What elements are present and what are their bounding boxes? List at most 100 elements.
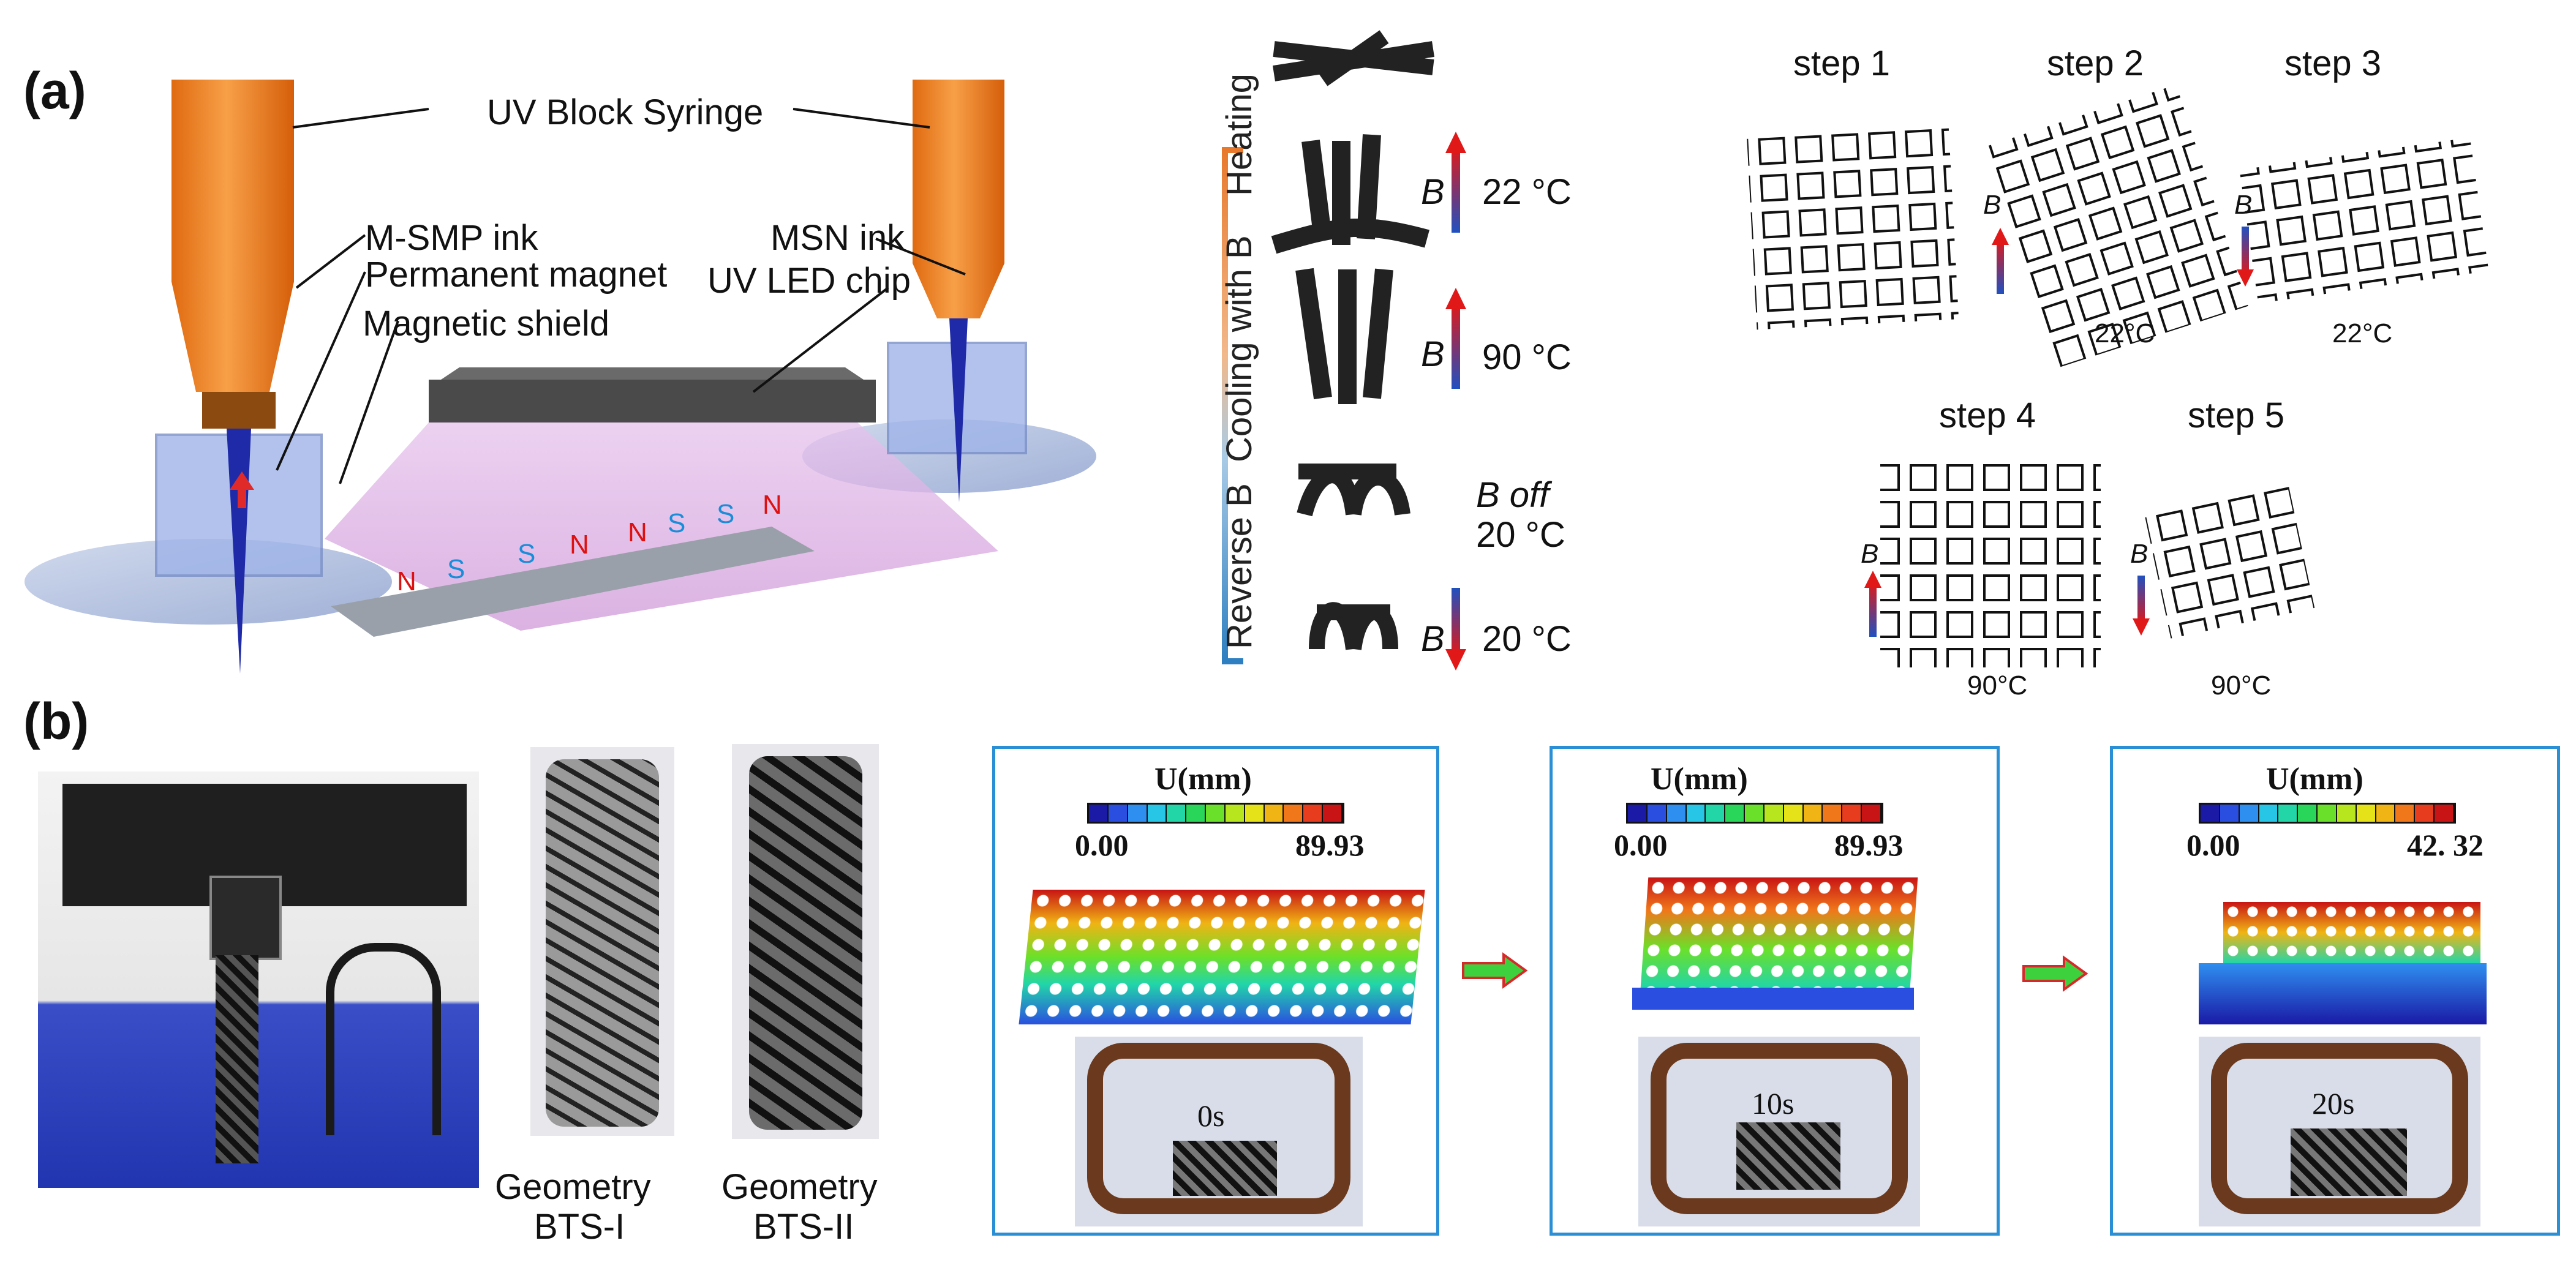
sequence-temp-1: 22 °C	[1482, 172, 1572, 212]
geometry-2-line2: BTS-II	[753, 1207, 854, 1247]
uv-led-chip-label: UV LED chip	[707, 261, 911, 301]
colorbar-segment	[1764, 805, 1784, 822]
colorbar-segment	[2220, 805, 2240, 822]
experiment-photo: 0s	[1075, 1037, 1363, 1226]
syringe-label: UV Block Syringe	[487, 92, 764, 132]
step-2-label: step 2	[2047, 43, 2144, 83]
sequence-temp-4: 20 °C	[1482, 619, 1572, 659]
colorbar-segment	[2259, 805, 2279, 822]
colorbar-segment	[1128, 805, 1148, 822]
actuation-sequence	[1222, 30, 1466, 670]
colorbar-segment	[2337, 805, 2357, 822]
colorbar-segment	[2356, 805, 2376, 822]
pole-label: S	[668, 508, 686, 538]
stent-bts-ii-photo	[732, 744, 879, 1139]
pole-label: S	[717, 499, 735, 529]
colorbar	[1087, 803, 1344, 824]
colorbar-segment	[1089, 805, 1109, 822]
panel-a-letter: (a)	[23, 62, 86, 119]
colorbar-segment	[2395, 805, 2416, 822]
step-lattices	[1746, 84, 2489, 667]
pole-label: N	[763, 490, 782, 520]
panel-b-letter: (b)	[23, 693, 89, 750]
field-symbol: B	[1421, 334, 1445, 374]
colorbar-segment	[2376, 805, 2396, 822]
field-symbol: B	[2130, 539, 2149, 569]
mssmp-ink-label: M-SMP ink	[365, 218, 538, 258]
deformation-plot	[2223, 902, 2480, 963]
colorbar-min: 0.00	[1075, 828, 1129, 862]
colorbar-segment	[1666, 805, 1687, 822]
colorbar-segment	[1745, 805, 1764, 822]
experiment-photo: 10s	[1638, 1037, 1920, 1226]
colorbar-segment	[1783, 805, 1804, 822]
simulation-box-3: U(mm) 0.00 42. 32 20s	[2110, 746, 2560, 1236]
colorbar-segment	[1686, 805, 1706, 822]
colorbar-title: U(mm)	[1154, 762, 1252, 797]
colorbar-min: 0.00	[2186, 828, 2240, 862]
colorbar-max: 89.93	[1295, 828, 1365, 862]
geometry-1-line1: Geometry	[495, 1167, 651, 1207]
colorbar-segment	[2415, 805, 2435, 822]
step-3-temp: 22°C	[2332, 318, 2393, 348]
stent-bts-i-photo	[530, 747, 674, 1136]
colorbar-max: 89.93	[1834, 828, 1904, 862]
colorbar-segment	[1823, 805, 1843, 822]
field-symbol: B	[1421, 172, 1445, 212]
printing-photo	[38, 772, 479, 1188]
colorbar-segment	[1862, 805, 1881, 822]
field-symbol: B	[1983, 190, 2002, 220]
colorbar-segment	[1323, 805, 1343, 822]
pole-label: N	[628, 517, 647, 547]
colorbar	[2199, 803, 2456, 824]
pole-label: S	[447, 554, 465, 584]
colorbar-segment	[2239, 805, 2259, 822]
colorbar-segment	[2318, 805, 2337, 822]
colorbar-segment	[2201, 805, 2220, 822]
progress-arrow	[1462, 952, 1528, 989]
field-symbol: B	[1421, 619, 1445, 659]
colorbar-segment	[2435, 805, 2454, 822]
msn-ink-label: MSN ink	[770, 218, 905, 258]
colorbar-segment	[1647, 805, 1667, 822]
step-4-label: step 4	[1939, 396, 2036, 435]
simulation-box-1: U(mm) 0.00 89.93 0s	[992, 746, 1439, 1236]
colorbar-segment	[1284, 805, 1304, 822]
pole-label: S	[518, 539, 536, 569]
colorbar-segment	[1245, 805, 1265, 822]
pole-label: N	[570, 530, 589, 560]
colorbar	[1626, 803, 1883, 824]
colorbar-segment	[1725, 805, 1746, 822]
geometry-2-line1: Geometry	[721, 1167, 878, 1207]
colorbar-segment	[1186, 805, 1207, 822]
colorbar-title: U(mm)	[1651, 762, 1748, 797]
phase-heating-label: Heating	[1219, 73, 1259, 196]
phase-cooling-label: Cooling with B	[1219, 235, 1259, 462]
colorbar-segment	[1147, 805, 1167, 822]
experiment-photo: 20s	[2199, 1037, 2480, 1226]
printer-illustration	[24, 80, 1096, 674]
colorbar-title: U(mm)	[2266, 762, 2363, 797]
step-4-temp: 90°C	[1967, 670, 2028, 700]
step-5-label: step 5	[2188, 396, 2284, 435]
geometry-1-line2: BTS-I	[534, 1207, 625, 1247]
deformation-plot	[1640, 877, 1918, 988]
field-symbol: B	[2234, 190, 2253, 220]
sequence-temp-2: 90 °C	[1482, 337, 1572, 377]
magnetic-shield-label: Magnetic shield	[363, 304, 609, 344]
time-label: 10s	[1752, 1086, 1795, 1121]
field-symbol: B	[1861, 539, 1879, 569]
pole-label: N	[397, 566, 416, 596]
phase-reverse-label: Reverse B	[1219, 483, 1259, 649]
colorbar-segment	[1706, 805, 1726, 822]
time-label: 20s	[2312, 1086, 2355, 1121]
simulation-box-2: U(mm) 0.00 89.93 10s	[1550, 746, 2000, 1236]
sequence-temp-3: 20 °C	[1476, 515, 1565, 555]
colorbar-segment	[2278, 805, 2299, 822]
step-1-label: step 1	[1793, 43, 1890, 83]
progress-arrow	[2022, 955, 2088, 992]
colorbar-segment	[1108, 805, 1128, 822]
colorbar-segment	[1167, 805, 1187, 822]
colorbar-segment	[1225, 805, 1245, 822]
step-3-label: step 3	[2284, 43, 2381, 83]
